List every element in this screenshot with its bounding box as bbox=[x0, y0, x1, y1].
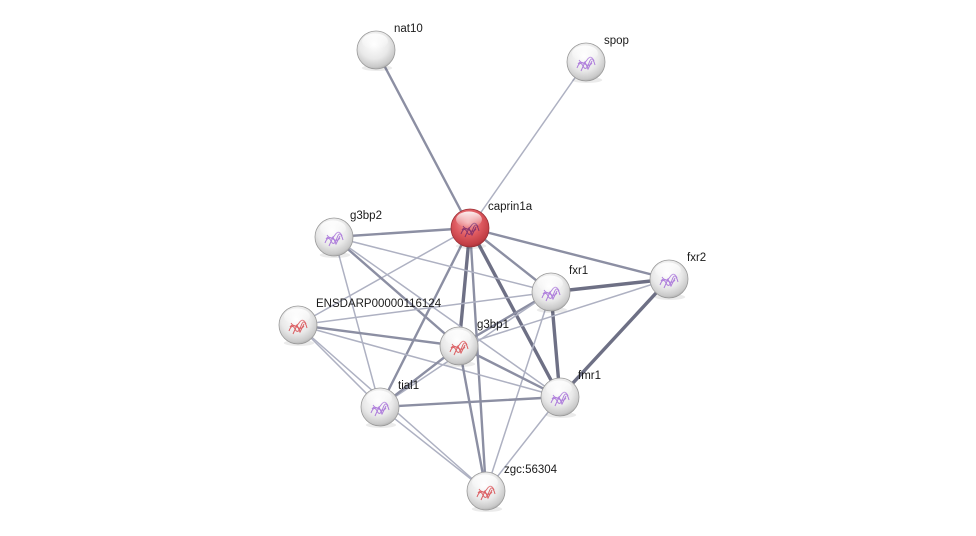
node-spop[interactable]: spop bbox=[566, 35, 629, 83]
node-label-caprin1a: caprin1a bbox=[488, 201, 533, 213]
edge-g3bp2-tial1[interactable] bbox=[333, 236, 381, 408]
node-label-nat10: nat10 bbox=[394, 23, 423, 35]
node-g3bp2[interactable]: g3bp2 bbox=[314, 210, 382, 258]
edge-caprin1a-g3bp2[interactable] bbox=[332, 226, 472, 239]
edge-ensdarp-fmr1[interactable] bbox=[297, 324, 561, 398]
node-caprin1a[interactable]: caprin1a bbox=[450, 201, 533, 249]
node-label-g3bp1: g3bp1 bbox=[477, 319, 509, 331]
edge-g3bp2-fmr1[interactable] bbox=[333, 236, 561, 398]
node-label-g3bp2: g3bp2 bbox=[350, 210, 382, 222]
edge-caprin1a-ensdarp[interactable] bbox=[297, 227, 471, 326]
node-fmr1[interactable]: fmr1 bbox=[540, 370, 601, 418]
node-fxr1[interactable]: fxr1 bbox=[531, 265, 588, 313]
node-g3bp1[interactable]: g3bp1 bbox=[439, 319, 509, 367]
nodes-layer: nat10 spop caprin1a g3bp2 fxr1 fxr2ENSDARP000… bbox=[278, 23, 706, 512]
node-highlight bbox=[366, 390, 392, 407]
edge-g3bp2-g3bp1[interactable] bbox=[332, 235, 461, 348]
node-highlight bbox=[572, 45, 598, 62]
node-label-fmr1: fmr1 bbox=[578, 370, 601, 382]
edge-fxr1-ensdarp[interactable] bbox=[297, 291, 552, 326]
node-highlight bbox=[445, 329, 471, 346]
edge-ensdarp-g3bp1[interactable] bbox=[296, 323, 461, 348]
node-highlight bbox=[456, 211, 482, 228]
edge-fxr1-zgc56304[interactable] bbox=[485, 291, 552, 492]
node-highlight bbox=[284, 308, 310, 325]
node-fxr2[interactable]: fxr2 bbox=[649, 252, 706, 300]
edge-tial1-zgc56304[interactable] bbox=[379, 406, 487, 492]
edge-tial1-fmr1[interactable] bbox=[378, 395, 562, 409]
node-label-ensdarp: ENSDARP00000116124 bbox=[316, 298, 442, 310]
node-highlight bbox=[362, 33, 388, 50]
node-highlight bbox=[655, 262, 681, 279]
node-highlight bbox=[546, 380, 572, 397]
edge-nat10-caprin1a[interactable] bbox=[374, 48, 472, 230]
node-label-zgc56304: zgc:56304 bbox=[504, 464, 558, 476]
node-ensdarp[interactable]: ENSDARP00000116124 bbox=[278, 298, 442, 346]
edge-fxr2-fmr1[interactable] bbox=[558, 277, 671, 399]
node-highlight bbox=[320, 220, 346, 237]
node-nat10[interactable]: nat10 bbox=[356, 23, 423, 71]
node-highlight bbox=[472, 474, 498, 491]
edge-g3bp2-fxr1[interactable] bbox=[333, 236, 552, 293]
node-label-spop: spop bbox=[604, 35, 629, 47]
edges-layer bbox=[296, 48, 671, 493]
edge-caprin1a-fxr2[interactable] bbox=[468, 226, 671, 281]
edge-fxr2-g3bp1[interactable] bbox=[458, 278, 670, 347]
node-label-fxr2: fxr2 bbox=[687, 252, 706, 264]
node-label-tial1: tial1 bbox=[398, 380, 419, 392]
edge-fxr1-fxr2[interactable] bbox=[549, 277, 671, 294]
edge-g3bp1-zgc56304[interactable] bbox=[457, 344, 488, 493]
node-zgc56304[interactable]: zgc:56304 bbox=[466, 464, 558, 512]
node-highlight bbox=[537, 275, 563, 292]
edge-spop-caprin1a[interactable] bbox=[469, 61, 587, 229]
node-tial1[interactable]: tial1 bbox=[360, 380, 419, 428]
node-label-fxr1: fxr1 bbox=[569, 265, 588, 277]
edge-fmr1-zgc56304[interactable] bbox=[485, 396, 561, 492]
